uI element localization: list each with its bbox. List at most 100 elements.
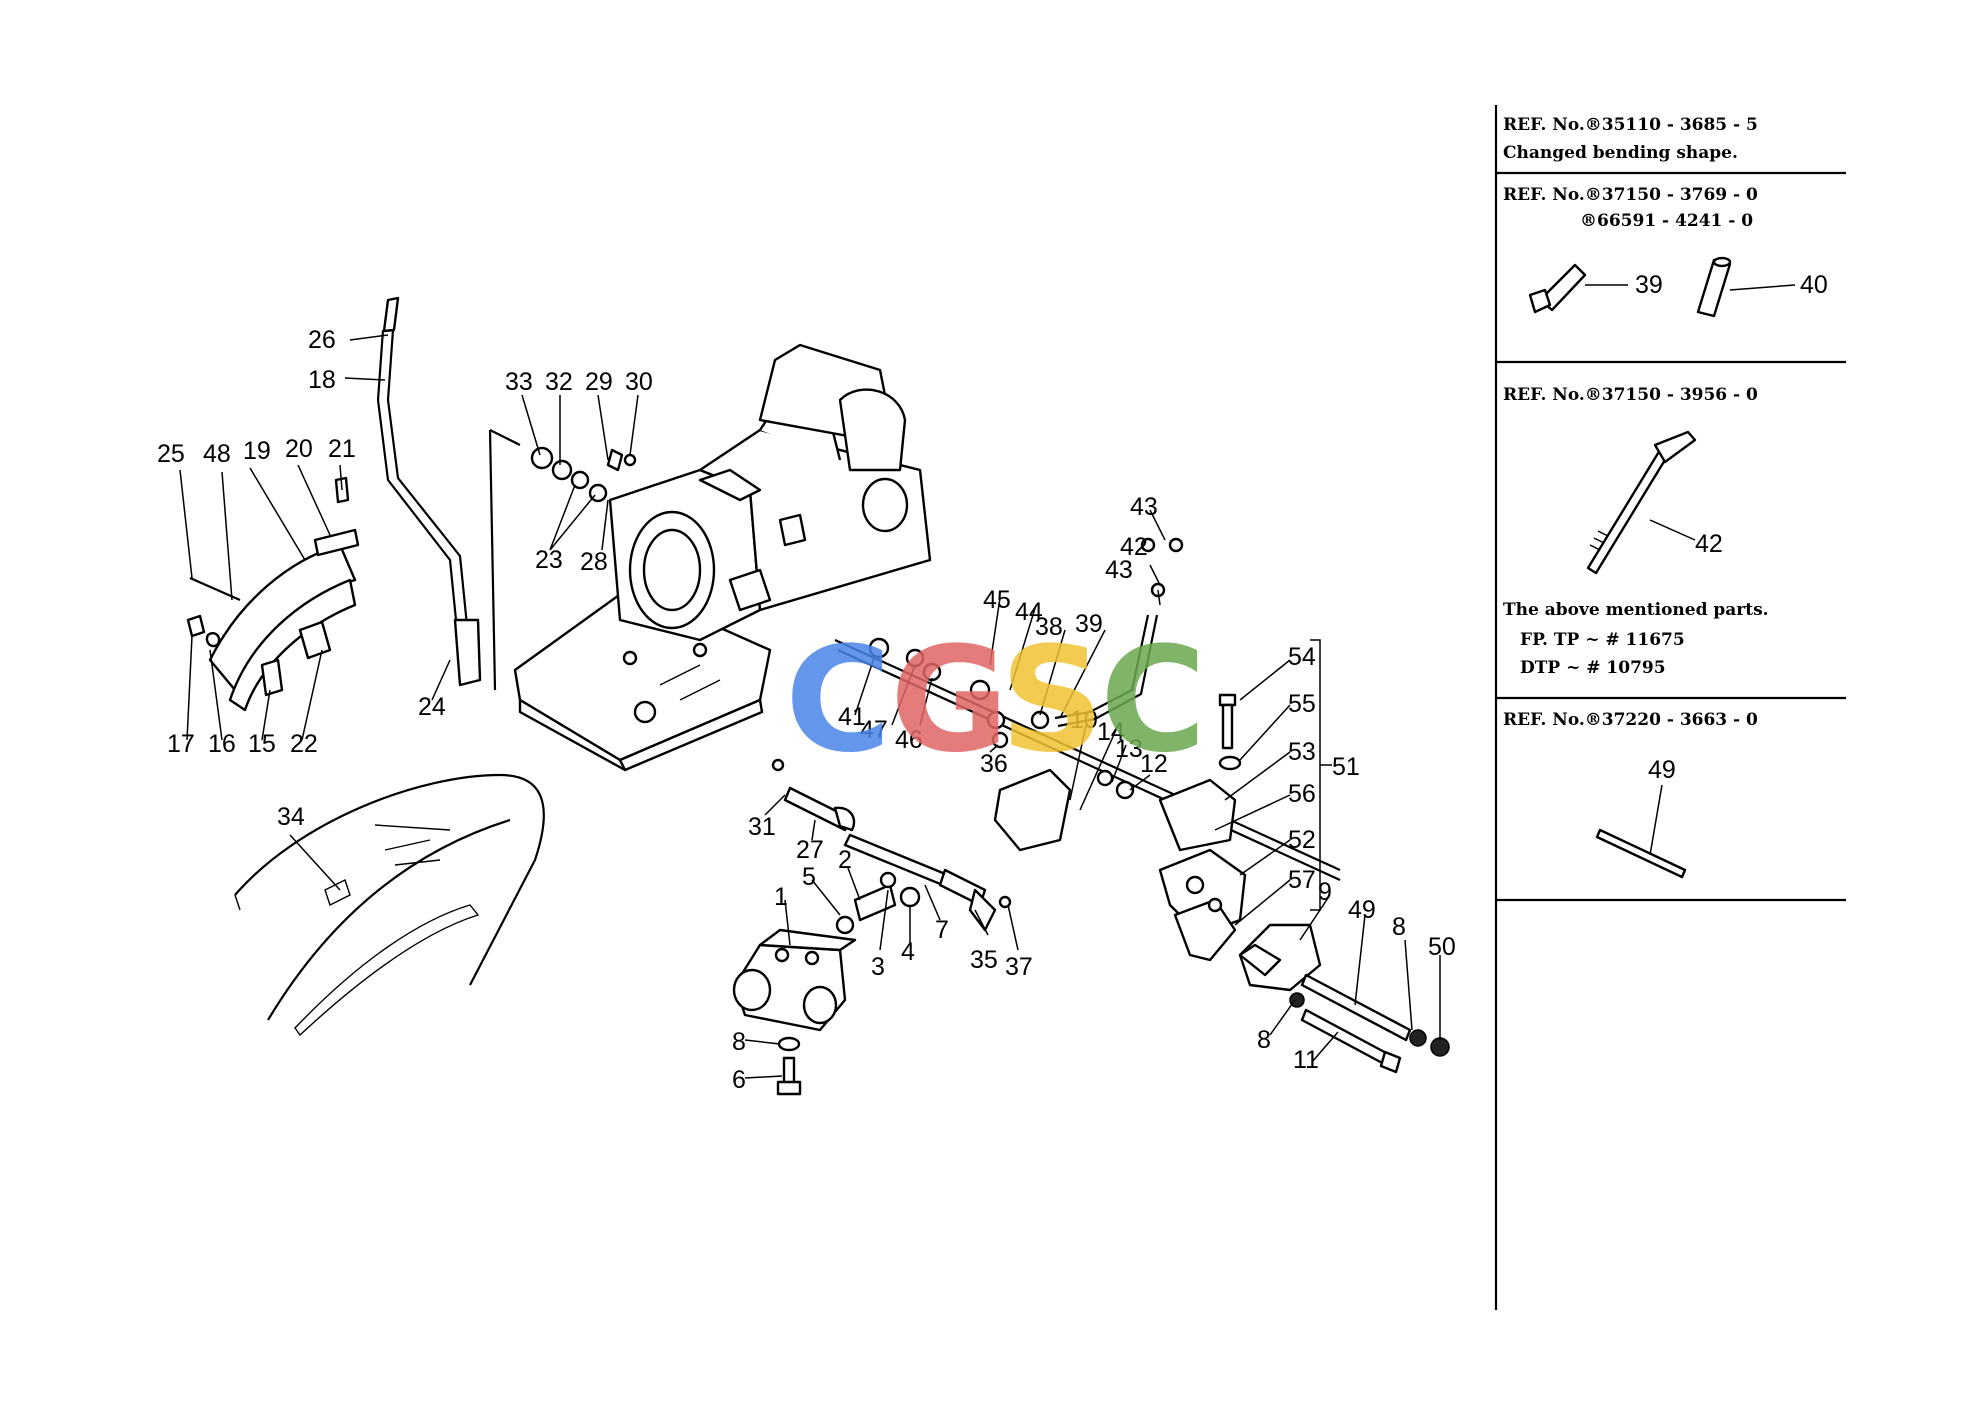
long-bolt-49: [1300, 973, 1412, 1042]
ref-callout-49: 49: [1648, 756, 1676, 784]
control-valve: [993, 768, 1247, 962]
callout-7: 7: [935, 916, 949, 944]
watermark-letter-2: G: [890, 616, 1009, 785]
callout-17: 17: [167, 730, 195, 758]
callout-36: 36: [980, 750, 1008, 778]
callout-19: 19: [243, 437, 271, 465]
callout-18: 18: [308, 366, 336, 394]
valve-block: [732, 928, 857, 1032]
ref-section-3-line-1: REF. No.®37150 - 3956 - 0: [1503, 385, 1758, 405]
exploded-view: 1 2 3 4 5 6 7 8 8 8 9 10 11 12 13 14 15 …: [157, 296, 1456, 1096]
fender: [234, 773, 545, 1037]
part-42-icon: [1586, 448, 1670, 575]
callout-10: 10: [1070, 706, 1098, 734]
callout-54: 54: [1288, 643, 1316, 671]
callout-38: 38: [1035, 613, 1063, 641]
guide-plate: [186, 476, 360, 712]
spool-27: [783, 786, 852, 832]
ref-section-2: REF. No.®37150 - 3769 - 0 ®66591 - 4241 …: [1503, 185, 1828, 318]
callout-13: 13: [1115, 735, 1143, 763]
callout-39: 39: [1075, 610, 1103, 638]
callout-labels: 1 2 3 4 5 6 7 8 8 8 9 10 11 12 13 14 15 …: [157, 326, 1456, 1094]
callout-46: 46: [895, 726, 923, 754]
callout-55: 55: [1288, 690, 1316, 718]
callout-50: 50: [1428, 933, 1456, 961]
callout-37: 37: [1005, 953, 1033, 981]
watermark-letter-1: C: [785, 616, 891, 785]
part-40-icon: [1696, 258, 1732, 318]
ref-callout-42: 42: [1695, 530, 1723, 558]
callout-9: 9: [1318, 878, 1332, 906]
callout-1: 1: [774, 883, 788, 911]
callout-32: 32: [545, 368, 573, 396]
callout-52: 52: [1288, 826, 1316, 854]
transmission-case: [488, 343, 932, 772]
callout-28: 28: [580, 548, 608, 576]
leader-lines: [179, 334, 1441, 1079]
ref-callout-39: 39: [1635, 271, 1663, 299]
watermark-letter-3: S: [1000, 616, 1104, 785]
callout-8b: 8: [1257, 1026, 1271, 1054]
callout-42: 42: [1120, 533, 1148, 561]
callout-21: 21: [328, 435, 356, 463]
callout-26: 26: [308, 326, 336, 354]
callout-8c: 8: [1392, 913, 1406, 941]
callout-48: 48: [203, 440, 231, 468]
callout-29: 29: [585, 368, 613, 396]
ref-section-1-line-2: Changed bending shape.: [1503, 143, 1738, 163]
callout-24: 24: [418, 693, 446, 721]
callout-6: 6: [732, 1066, 746, 1094]
callout-27: 27: [796, 836, 824, 864]
ref-section-1-line-1: REF. No.®35110 - 3685 - 5: [1503, 115, 1758, 135]
callout-30: 30: [625, 368, 653, 396]
callout-5: 5: [802, 863, 816, 891]
callout-45: 45: [983, 586, 1011, 614]
callout-43a: 43: [1130, 493, 1158, 521]
callout-41: 41: [838, 703, 866, 731]
ref-section-3-line-4: DTP ~ # 10795: [1520, 658, 1666, 678]
ref-section-3: REF. No.®37150 - 3956 - 0 42 The above m…: [1503, 385, 1769, 678]
bolt-54: [1218, 693, 1237, 707]
callout-47: 47: [860, 716, 888, 744]
callout-33: 33: [505, 368, 533, 396]
callout-3: 3: [871, 953, 885, 981]
main-shaft: [834, 638, 1341, 872]
callout-12: 12: [1140, 750, 1168, 778]
ref-section-1: REF. No.®35110 - 3685 - 5 Changed bendin…: [1503, 115, 1758, 163]
callout-31: 31: [748, 813, 776, 841]
shift-rod: [1054, 614, 1150, 720]
reference-panel: REF. No.®35110 - 3685 - 5 Changed bendin…: [1494, 105, 1846, 1310]
ref-callout-40: 40: [1800, 271, 1828, 299]
ref-section-3-line-3: FP. TP ~ # 11675: [1520, 630, 1685, 650]
ref-section-2-line-2: ®66591 - 4241 - 0: [1580, 211, 1753, 231]
ref-section-4-line-1: REF. No.®37220 - 3663 - 0: [1503, 710, 1758, 730]
ref-section-3-line-2: The above mentioned parts.: [1503, 600, 1769, 620]
callout-11: 11: [1293, 1046, 1319, 1074]
bracket-9: [1238, 923, 1322, 992]
callout-44: 44: [1015, 598, 1043, 626]
callout-25: 25: [157, 440, 185, 468]
washers: [530, 446, 1184, 909]
valve-2: [853, 883, 897, 922]
shift-lever: [376, 296, 482, 687]
callout-16: 16: [208, 730, 236, 758]
callout-51: 51: [1332, 753, 1360, 781]
callout-22: 22: [290, 730, 318, 758]
callout-15: 15: [248, 730, 276, 758]
ref-section-4: REF. No.®37220 - 3663 - 0 49: [1503, 710, 1758, 879]
callout-53: 53: [1288, 738, 1316, 766]
part-49-icon: [1595, 828, 1687, 879]
callout-34: 34: [277, 803, 305, 831]
callout-2: 2: [838, 846, 852, 874]
callout-43b: 43: [1105, 556, 1133, 584]
callout-8a: 8: [732, 1028, 746, 1056]
shift-rod-outline: [1057, 614, 1159, 728]
callout-49: 49: [1348, 896, 1376, 924]
callout-57: 57: [1288, 866, 1316, 894]
watermark: C G S C: [785, 616, 1206, 785]
callout-20: 20: [285, 435, 313, 463]
callout-23a: 23: [535, 546, 563, 574]
watermark-letter-4: C: [1100, 616, 1206, 785]
callout-35: 35: [970, 946, 998, 974]
